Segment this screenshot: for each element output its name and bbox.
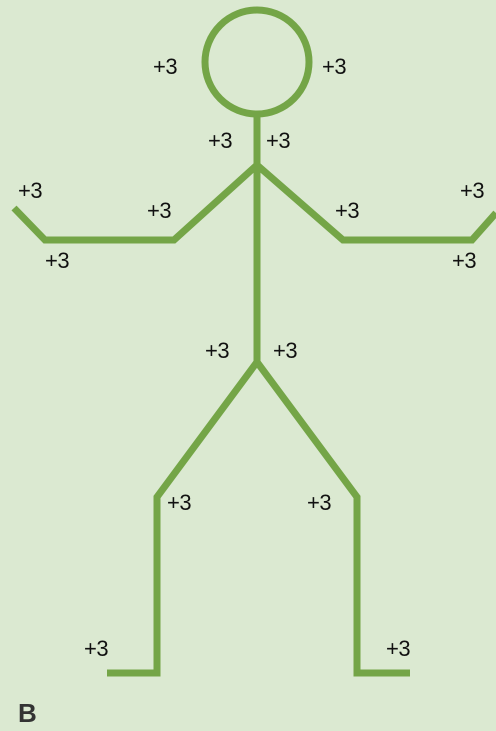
panel-letter: B (18, 700, 37, 726)
label-left-forearm: +3 (45, 250, 69, 272)
label-head-right: +3 (322, 56, 346, 78)
label-neck-right: +3 (266, 130, 290, 152)
label-right-foot: +3 (386, 638, 410, 660)
stick-figure-head (205, 10, 309, 114)
label-neck-left: +3 (208, 130, 232, 152)
stick-figure-left-arm (14, 165, 257, 240)
label-right-forearm: +3 (452, 250, 476, 272)
label-left-knee: +3 (167, 492, 191, 514)
label-right-hand: +3 (460, 180, 484, 202)
label-head-left: +3 (153, 56, 177, 78)
label-left-hand: +3 (18, 180, 42, 202)
label-hip-left: +3 (205, 340, 229, 362)
label-right-upper-arm: +3 (335, 200, 359, 222)
label-right-knee: +3 (307, 492, 331, 514)
label-hip-right: +3 (273, 340, 297, 362)
label-left-foot: +3 (84, 638, 108, 660)
stick-figure-right-leg (257, 362, 410, 673)
label-left-upper-arm: +3 (147, 200, 171, 222)
stick-figure-left-leg (107, 362, 257, 673)
